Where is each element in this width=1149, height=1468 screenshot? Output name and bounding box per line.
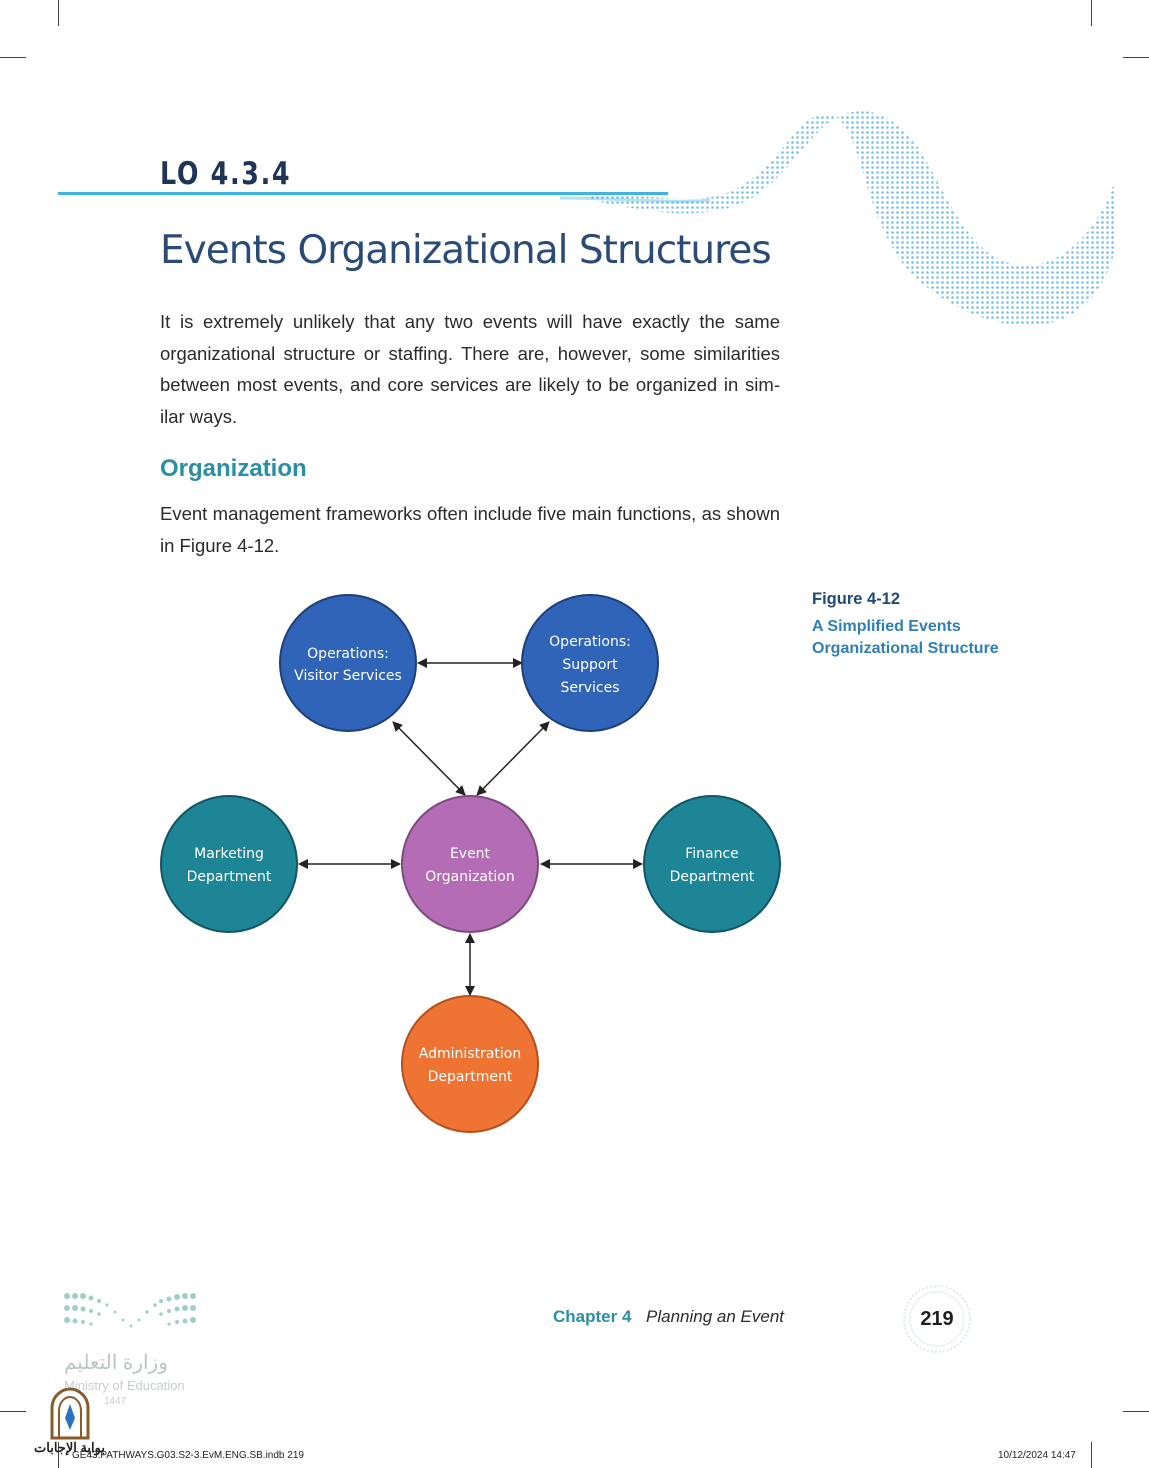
svg-text:Event: Event <box>450 846 491 862</box>
node-operations-support-services: Operations: Support Services <box>521 594 659 732</box>
page-number-ring-icon <box>903 1285 971 1353</box>
svg-text:Operations:: Operations: <box>549 634 631 650</box>
ministry-dots-logo <box>64 1293 196 1328</box>
crop-mark-right-top <box>1123 57 1149 58</box>
page-title: Events Organizational Structures <box>160 228 772 273</box>
svg-text:Marketing: Marketing <box>194 846 264 862</box>
svg-text:Department: Department <box>187 869 272 885</box>
crop-mark-bottom-right <box>1091 1442 1092 1468</box>
intro-paragraph: It is extremely unlikely that any two ev… <box>160 311 780 427</box>
crop-mark-top-right <box>1091 0 1092 26</box>
arrow-support-event <box>476 721 550 796</box>
crop-mark-top-left <box>58 0 59 26</box>
learning-objective-code: LO 4.3.4 <box>160 156 292 192</box>
crop-mark-bottom-left <box>58 1442 59 1468</box>
section-paragraph: Event management frameworks often includ… <box>160 503 780 556</box>
svg-text:Support: Support <box>562 657 618 673</box>
svg-text:Operations:: Operations: <box>307 646 389 662</box>
node-finance-department: Finance Department <box>643 795 781 933</box>
footer-chapter: Chapter 4 <box>553 1307 632 1326</box>
crop-mark-left-top <box>0 57 26 58</box>
ministry-year: 1447 <box>104 1396 127 1407</box>
decorative-dot-wave <box>560 111 1115 326</box>
figure-number: Figure 4-12 <box>812 590 901 608</box>
footer-subject: Planning an Event <box>646 1307 784 1326</box>
node-administration-department: Administration Department <box>401 995 539 1133</box>
section-heading: Organization <box>160 455 307 482</box>
svg-text:Department: Department <box>670 869 755 885</box>
node-event-organization: Event Organization <box>401 795 539 933</box>
org-structure-diagram: Operations: Visitor Services Operations:… <box>160 594 781 1133</box>
gate-arch-icon <box>50 1387 90 1440</box>
ministry-name-english: Ministry of Education <box>64 1378 185 1393</box>
gate-watermark-text: بوابة الإجابات <box>34 1440 105 1455</box>
figure-caption: A Simplified Events Organizational Struc… <box>812 618 999 657</box>
arrow-visitor-event <box>392 721 466 796</box>
svg-text:Visitor Services: Visitor Services <box>294 668 402 684</box>
svg-text:Department: Department <box>428 1069 513 1085</box>
page-number-badge: 219 <box>898 1283 976 1355</box>
file-slug: GE43.PATHWAYS.G03.S2-3.EvM.ENG.SB.indb 2… <box>72 1450 304 1461</box>
svg-text:Administration: Administration <box>419 1046 521 1062</box>
page-number: 219 <box>920 1308 954 1330</box>
svg-text:Finance: Finance <box>685 846 739 862</box>
svg-text:Services: Services <box>560 680 619 696</box>
ministry-name-arabic: وزارة التعليم <box>64 1352 168 1374</box>
crop-mark-left-bottom <box>0 1411 26 1412</box>
crop-mark-right-bottom <box>1123 1411 1149 1412</box>
node-operations-visitor-services: Operations: Visitor Services <box>279 594 417 732</box>
print-timestamp: 10/12/2024 14:47 <box>998 1450 1076 1461</box>
node-marketing-department: Marketing Department <box>160 795 298 933</box>
svg-text:Organization: Organization <box>425 869 515 885</box>
lo-rule <box>58 192 668 195</box>
